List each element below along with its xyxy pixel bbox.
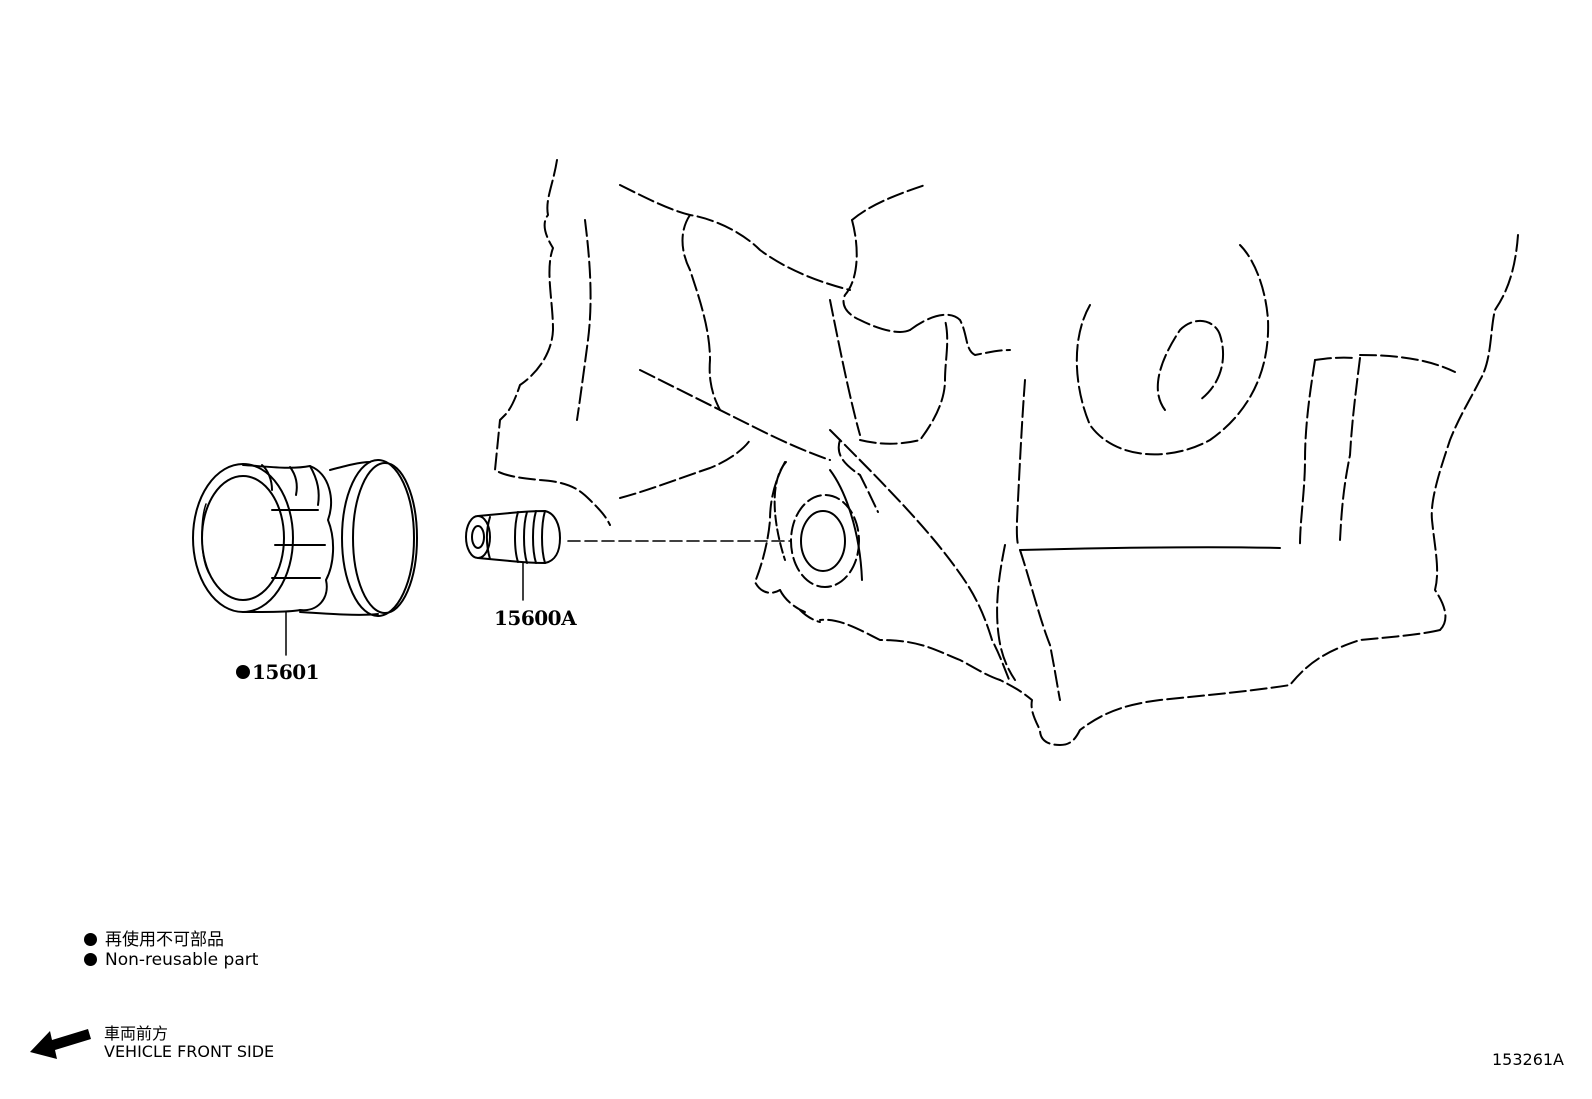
legend-bullet-icon [84, 953, 97, 966]
filter-mount-boss [773, 461, 860, 588]
union-fitting-part-15600a [465, 510, 561, 601]
legend-bullet-icon [84, 933, 97, 946]
vehicle-front-english: VEHICLE FRONT SIDE [104, 1042, 275, 1061]
part-number-15600a: 15600A [494, 606, 577, 630]
figure-id: 153261A [1491, 1050, 1564, 1069]
legend-japanese: 再使用不可部品 [84, 925, 224, 950]
vehicle-front-arrow-icon [30, 1029, 91, 1059]
part-label-15600a[interactable]: 15600A [494, 606, 577, 630]
engine-solid-edges [829, 469, 1281, 581]
legend-english: Non-reusable part [84, 950, 258, 970]
engine-block-outline [494, 159, 1519, 746]
legend-english-text: Non-reusable part [105, 950, 259, 970]
non-reusable-bullet-icon [236, 665, 250, 679]
legend-japanese-text: 再使用不可部品 [105, 930, 224, 950]
part-number-15601: 15601 [252, 660, 320, 684]
vehicle-front-japanese: 車両前方 [104, 1024, 169, 1043]
oil-filter-part-15601 [192, 459, 418, 656]
part-label-15601[interactable]: 15601 [236, 660, 320, 684]
